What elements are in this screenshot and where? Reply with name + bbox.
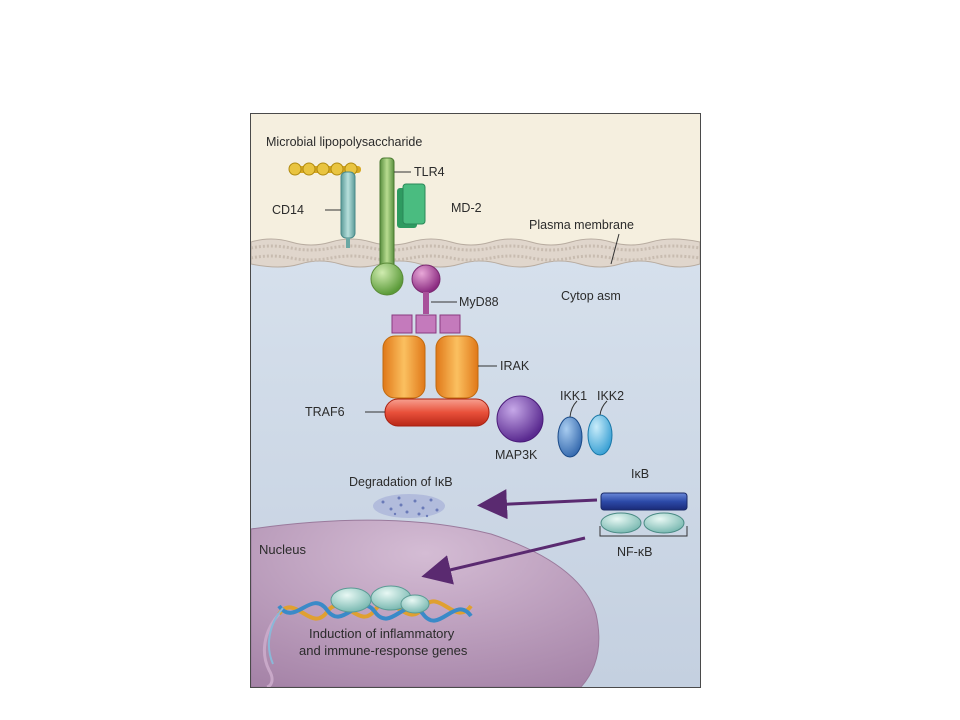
membrane-leader	[610, 233, 620, 265]
nfkb-label: NF-κB	[617, 545, 652, 559]
map3k-label: MAP3K	[495, 448, 538, 462]
myd88-adaptor	[391, 264, 461, 334]
ikk1-kinase	[557, 416, 583, 458]
cd14-label: CD14	[272, 203, 304, 217]
traf6-protein	[384, 398, 490, 427]
myd88-label: MyD88	[459, 295, 499, 309]
ikk1-label: IKK1	[560, 389, 587, 403]
irak-kinases	[382, 335, 479, 399]
nucleosomes	[330, 585, 430, 614]
induction-label-line1: Induction of inflammatory	[309, 626, 455, 641]
dna-strand	[262, 599, 473, 687]
nfkb-dimer	[600, 512, 685, 534]
cd14-receptor	[340, 171, 356, 248]
degraded-ikb-speckles	[373, 494, 445, 518]
md2-label: MD-2	[451, 201, 482, 215]
nuclear-translocation-arrow	[421, 536, 586, 585]
md2-protein	[397, 183, 426, 228]
nucleus-label: Nucleus	[259, 542, 306, 557]
ikb-label: IκB	[631, 467, 649, 481]
map3k-kinase	[496, 395, 544, 443]
traf6-label: TRAF6	[305, 405, 345, 419]
irak-label: IRAK	[500, 359, 530, 373]
ikk1-leader	[569, 400, 578, 418]
plasma-membrane-label: Plasma membrane	[529, 218, 634, 232]
cytoplasm-label: Cytop asm	[561, 289, 621, 303]
ikb-protein	[600, 492, 688, 511]
extracellular-space	[251, 114, 700, 254]
nfkb-bracket	[599, 526, 688, 537]
ikk2-label: IKK2	[597, 389, 624, 403]
degradation-label: Degradation of IκB	[349, 475, 453, 489]
induction-label-line2: and immune-response genes	[299, 643, 468, 658]
ikk2-kinase	[587, 414, 613, 456]
tlr4-label: TLR4	[414, 165, 445, 179]
signaling-diagram: Microbial lipopolysaccharide TLR4 CD14 M…	[250, 113, 701, 688]
ikk2-leader	[599, 400, 608, 416]
degradation-arrow	[477, 489, 598, 520]
lps-label: Microbial lipopolysaccharide	[266, 135, 422, 149]
lps-molecule	[288, 162, 361, 176]
plasma-membrane	[251, 238, 700, 268]
tlr4-receptor	[370, 157, 404, 296]
